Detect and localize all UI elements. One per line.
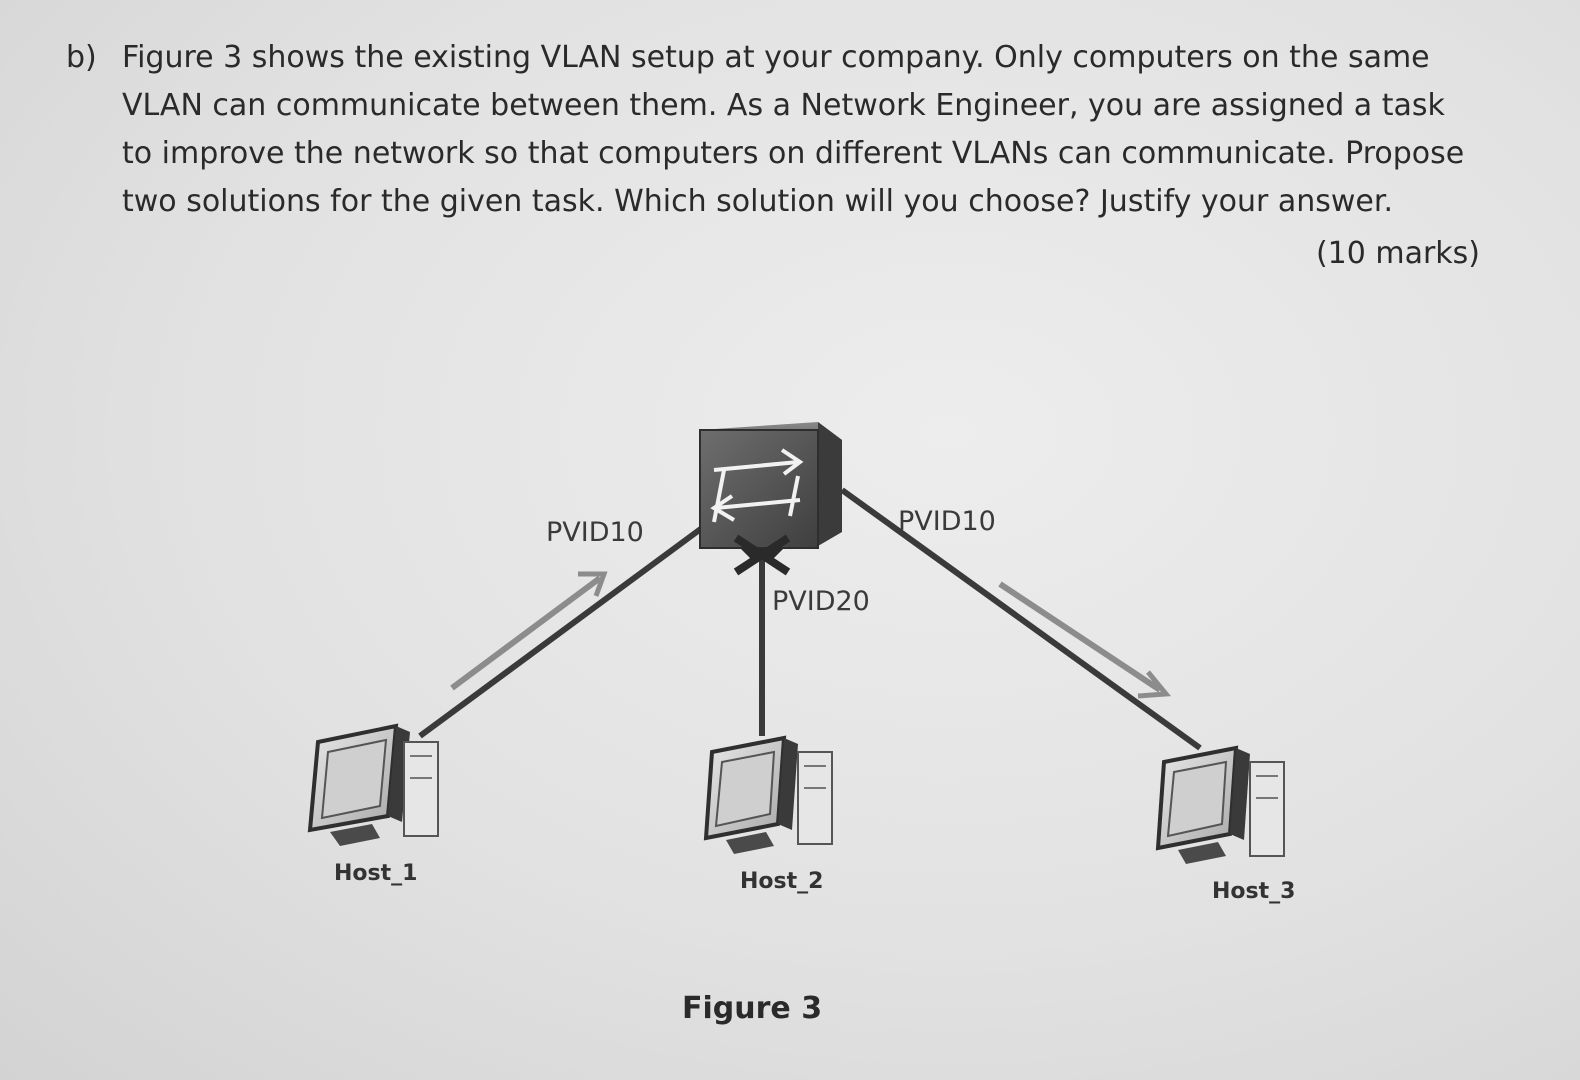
question-line: two solutions for the given task. Which … xyxy=(122,184,1394,219)
host-label-1: Host_1 xyxy=(334,861,417,886)
switch-icon xyxy=(699,422,842,576)
computer-icon xyxy=(703,735,833,854)
link-host3-switch xyxy=(840,487,1202,751)
arrow-down-right-icon xyxy=(998,581,1171,699)
arrow-up-left-icon xyxy=(450,571,608,691)
figure-caption: Figure 3 xyxy=(682,991,822,1026)
link-label-right: PVID10 xyxy=(898,506,996,537)
question-line: to improve the network so that computers… xyxy=(122,136,1465,171)
question-line: VLAN can communicate between them. As a … xyxy=(122,88,1445,123)
host-label-2: Host_2 xyxy=(740,869,823,894)
question-text: Figure 3 shows the existing VLAN setup a… xyxy=(122,34,1486,226)
link-label-left: PVID10 xyxy=(546,517,644,548)
marks-label: (10 marks) xyxy=(1315,236,1480,271)
link-host1-switch xyxy=(418,525,704,739)
computer-icon xyxy=(307,723,439,846)
computer-icon xyxy=(1155,745,1285,864)
question-marker: b) xyxy=(66,40,97,75)
question-block: b) Figure 3 shows the existing VLAN setu… xyxy=(66,34,1486,226)
question-line: Figure 3 shows the existing VLAN setup a… xyxy=(122,40,1430,75)
host-label-3: Host_3 xyxy=(1212,879,1295,904)
link-label-middle: PVID20 xyxy=(772,586,870,617)
